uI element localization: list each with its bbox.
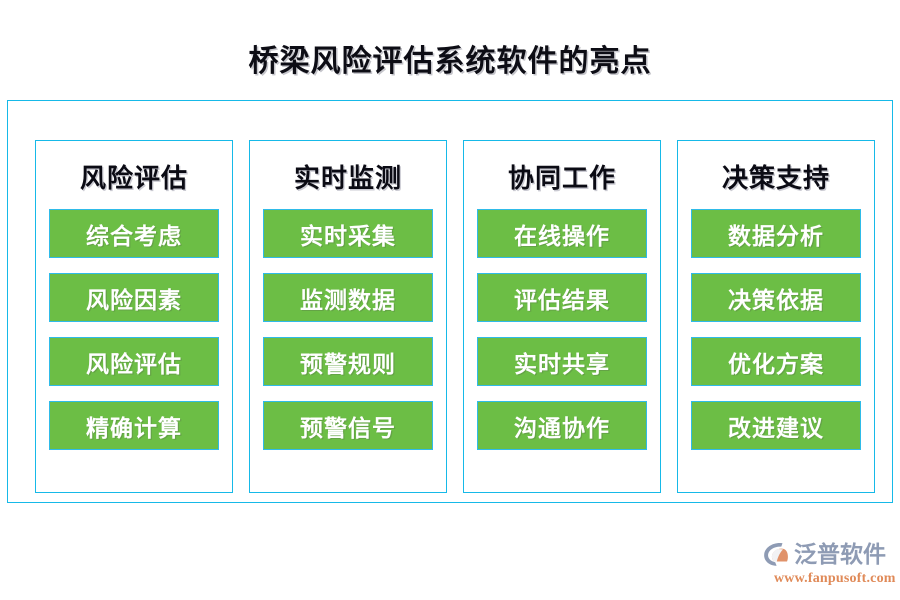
item-box[interactable]: 实时共享 — [477, 337, 647, 386]
category-column-1: 风险评估 综合考虑 风险因素 风险评估 精确计算 — [35, 140, 233, 493]
columns-container: 风险评估 综合考虑 风险因素 风险评估 精确计算 实时监测 实时采集 监测数据 … — [35, 140, 875, 493]
category-column-4: 决策支持 数据分析 决策依据 优化方案 改进建议 — [677, 140, 875, 493]
item-list-2: 实时采集 监测数据 预警规则 预警信号 — [263, 209, 433, 450]
logo-url: www.fanpusoft.com — [774, 571, 896, 586]
item-box[interactable]: 监测数据 — [263, 273, 433, 322]
item-box[interactable]: 沟通协作 — [477, 401, 647, 450]
item-box[interactable]: 评估结果 — [477, 273, 647, 322]
item-box[interactable]: 决策依据 — [691, 273, 861, 322]
column-header-4: 决策支持 — [721, 164, 830, 193]
category-column-2: 实时监测 实时采集 监测数据 预警规则 预警信号 — [249, 140, 447, 493]
item-box[interactable]: 改进建议 — [691, 401, 861, 450]
page-title: 桥梁风险评估系统软件的亮点 — [248, 45, 652, 78]
item-box[interactable]: 综合考虑 — [49, 209, 219, 258]
column-header-3: 协同工作 — [507, 164, 616, 193]
brand-logo[interactable]: 泛普软件 www.fanpusoft.com — [762, 538, 896, 590]
item-box[interactable]: 风险评估 — [49, 337, 219, 386]
item-box[interactable]: 数据分析 — [691, 209, 861, 258]
item-box[interactable]: 预警规则 — [263, 337, 433, 386]
logo-wordmark: 泛普软件 — [794, 541, 886, 567]
category-column-3: 协同工作 在线操作 评估结果 实时共享 沟通协作 — [463, 140, 661, 493]
column-header-2: 实时监测 — [293, 164, 402, 193]
item-box[interactable]: 在线操作 — [477, 209, 647, 258]
item-box[interactable]: 精确计算 — [49, 401, 219, 450]
item-list-3: 在线操作 评估结果 实时共享 沟通协作 — [477, 209, 647, 450]
item-box[interactable]: 预警信号 — [263, 401, 433, 450]
item-list-1: 综合考虑 风险因素 风险评估 精确计算 — [49, 209, 219, 450]
column-header-1: 风险评估 — [79, 164, 188, 193]
logo-row: 泛普软件 — [762, 538, 894, 570]
item-box[interactable]: 风险因素 — [49, 273, 219, 322]
item-list-4: 数据分析 决策依据 优化方案 改进建议 — [691, 209, 861, 450]
diagram-frame: 风险评估 综合考虑 风险因素 风险评估 精确计算 实时监测 实时采集 监测数据 … — [7, 100, 893, 503]
fanpu-swoosh-logo-icon — [764, 543, 788, 566]
item-box[interactable]: 优化方案 — [691, 337, 861, 386]
item-box[interactable]: 实时采集 — [263, 209, 433, 258]
